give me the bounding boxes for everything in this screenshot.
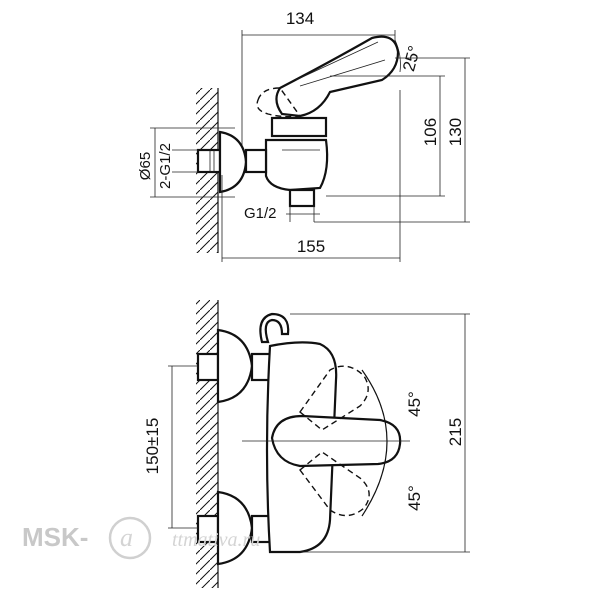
lever-position-up — [299, 365, 369, 431]
dim-155: 155 — [221, 90, 401, 262]
angle-lower-label: 45° — [405, 485, 424, 511]
inlet-connector-lower — [196, 490, 272, 566]
dim-150-label: 150±15 — [143, 418, 162, 475]
watermark-at-glyph: a — [120, 523, 133, 552]
dim-106-130: 106 130 — [314, 57, 470, 223]
front-view: 45° 45° 150±15 215 — [143, 300, 470, 588]
dim-thread-outlet: G1/2 — [244, 205, 320, 222]
top-view: 134 25° — [137, 9, 470, 262]
dim-134-label: 134 — [286, 9, 314, 28]
dim-215: 215 — [290, 313, 470, 553]
faucet-handle-rotated-outline — [256, 87, 302, 118]
angle-25-label: 25° — [399, 44, 424, 74]
watermark: MSK- a ttmativa.ru — [22, 516, 260, 560]
dim-130-label: 130 — [446, 118, 465, 146]
angle-25: 25° — [394, 39, 424, 74]
dim-thread-inlet-label: 2-G1/2 — [157, 143, 174, 189]
dim-155-label: 155 — [297, 237, 325, 256]
lever-swing-arc — [361, 369, 388, 517]
watermark-brand: MSK- — [22, 522, 88, 552]
dim-106-label: 106 — [421, 118, 440, 146]
shower-holder-hook — [259, 312, 290, 344]
faucet-body-top — [264, 116, 329, 208]
dim-thread-outlet-label: G1/2 — [244, 205, 277, 222]
dim-215-label: 215 — [446, 418, 465, 446]
inlet-connector-top — [196, 130, 268, 194]
watermark-at-logo — [108, 516, 152, 560]
inlet-connector-upper — [196, 328, 272, 404]
angle-upper-label: 45° — [405, 391, 424, 417]
dim-diameter: Ø65 2-G1/2 — [137, 127, 235, 198]
watermark-site: ttmativa.ru — [172, 529, 260, 551]
dim-150: 150±15 — [143, 365, 198, 529]
dim-diameter-label: Ø65 — [137, 152, 154, 180]
